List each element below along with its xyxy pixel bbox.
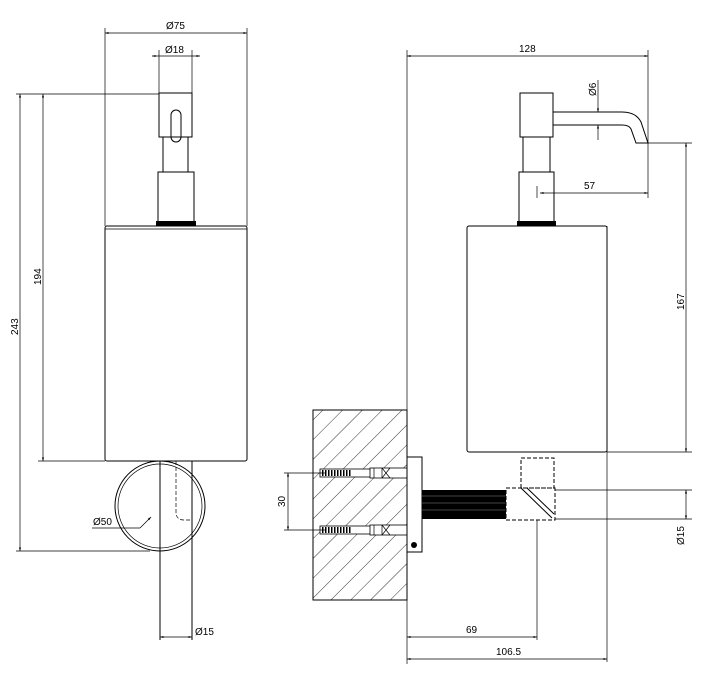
bar-holder xyxy=(505,487,556,521)
spout-front xyxy=(170,109,182,143)
front-view: Ø75 Ø18 194 243 Ø50 xyxy=(10,21,248,640)
dim-bar-diameter-front: Ø15 xyxy=(195,627,214,638)
support-bar xyxy=(422,490,506,519)
spout xyxy=(553,111,649,144)
wall-plate-side xyxy=(406,456,423,553)
dim-spout-height: 167 xyxy=(676,293,687,310)
dim-height-194: 194 xyxy=(33,268,44,285)
dim-plate-diameter: Ø50 xyxy=(93,517,112,528)
dim-screw-spacing: 30 xyxy=(277,495,288,507)
dim-body-projection: 106.5 xyxy=(496,647,521,658)
dispenser-body xyxy=(104,225,248,462)
dim-body-diameter: Ø75 xyxy=(166,21,185,32)
pump-head-side xyxy=(519,92,554,138)
dim-bar-diameter-side: Ø15 xyxy=(676,526,687,545)
pump-head xyxy=(158,92,193,138)
pump-collar xyxy=(157,171,195,223)
screw-top xyxy=(319,467,408,479)
wall-section xyxy=(312,409,408,601)
side-view: 128 Ø6 57 167 xyxy=(277,44,692,664)
dim-spout-diameter: Ø6 xyxy=(588,82,599,96)
dim-height-243: 243 xyxy=(10,318,21,335)
dim-total-depth: 128 xyxy=(519,44,536,55)
dim-pump-diameter: Ø18 xyxy=(165,45,184,56)
dim-axis-distance: 69 xyxy=(466,625,478,636)
dispenser-body-side xyxy=(466,225,608,453)
screw-bottom xyxy=(319,524,408,536)
dim-spout-reach: 57 xyxy=(584,181,596,192)
